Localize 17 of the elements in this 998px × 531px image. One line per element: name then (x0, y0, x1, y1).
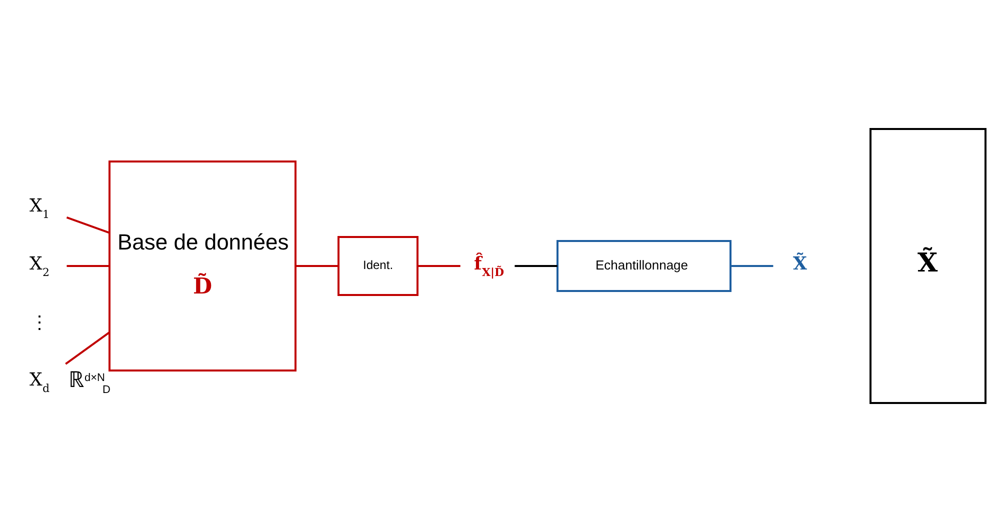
node-text: X$_{2}$ (30, 252, 50, 278)
node-text: X$_{d}$ (30, 368, 50, 394)
connector (66, 264, 110, 266)
connector (418, 264, 460, 266)
node-text: X̃ (793, 252, 807, 274)
connector (296, 264, 338, 266)
label: ⋮ (30, 312, 48, 333)
connector (66, 216, 110, 234)
node-box: X̃ (870, 128, 986, 404)
connector (65, 330, 110, 364)
node-box: Base de données D̃ (108, 160, 296, 371)
connector (514, 264, 558, 266)
node-box: Echantillonnage (556, 240, 732, 292)
connector (730, 264, 774, 266)
node-box: Ident. (338, 236, 418, 296)
node-text: X$_{1}$ (30, 194, 50, 220)
node-text: f̂$_{X|D̃}$ (474, 252, 504, 278)
